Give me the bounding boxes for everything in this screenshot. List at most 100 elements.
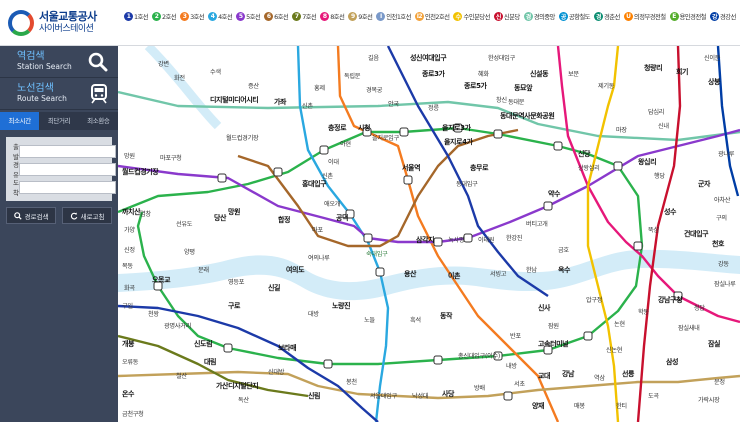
station-sungsin[interactable]: 성신여대입구 xyxy=(410,53,448,62)
station-itaewon[interactable]: 이태원 xyxy=(478,236,495,244)
station-daerim[interactable]: 대림 xyxy=(204,357,216,366)
station-guui[interactable]: 구의 xyxy=(716,214,727,222)
station-dongmyo[interactable]: 동묘앞 xyxy=(514,83,533,92)
station-mangwon[interactable]: 망원 xyxy=(228,207,240,216)
station-hannam[interactable]: 한남 xyxy=(526,266,538,274)
station-seonyudo[interactable]: 선유도 xyxy=(176,220,193,228)
station-susaek[interactable]: 수색 xyxy=(210,68,222,76)
station-bongcheon[interactable]: 봉천 xyxy=(346,378,358,386)
station-daebang[interactable]: 대방 xyxy=(308,310,320,318)
station-garak[interactable]: 가락시장 xyxy=(698,396,720,404)
station-mokdong[interactable]: 목동 xyxy=(122,263,134,270)
station-hapjeong[interactable]: 합정 xyxy=(278,215,290,224)
station-geumho[interactable]: 금호 xyxy=(558,247,570,254)
station-gaebong[interactable]: 개봉 xyxy=(122,339,135,348)
station-dogok[interactable]: 도곡 xyxy=(648,393,660,400)
route-search-button[interactable]: 노선검색 Route Search xyxy=(0,78,118,110)
station-gajwa[interactable]: 가좌 xyxy=(274,97,287,106)
station-mullae[interactable]: 문래 xyxy=(198,266,210,274)
station-sinnae[interactable]: 신내 xyxy=(658,122,670,130)
station-samgakji[interactable]: 삼각지 xyxy=(416,235,435,244)
station-hongdae[interactable]: 홍대입구 xyxy=(302,179,328,188)
tab-min-distance[interactable]: 최단거리 xyxy=(39,112,79,130)
station-nonhyeon[interactable]: 논현 xyxy=(614,320,626,328)
subway-map-canvas[interactable]: 강변 화전 수색 증산 디지털미디어시티 가좌 신촌 홍제 독립문 경복궁 안국… xyxy=(118,46,740,422)
station-guro[interactable]: 구로 xyxy=(228,302,241,310)
station-search-button[interactable]: 역검색 Station Search xyxy=(0,46,118,78)
station-noksapyeong[interactable]: 녹사평 xyxy=(448,236,464,244)
station-hongje[interactable]: 홍제 xyxy=(314,84,326,92)
station-bomun[interactable]: 보문 xyxy=(568,71,580,78)
station-jamsil[interactable]: 잠실 xyxy=(708,339,720,348)
subway-map[interactable]: 강변 화전 수색 증산 디지털미디어시티 가좌 신촌 홍제 독립문 경복궁 안국… xyxy=(118,46,740,422)
station-achasan[interactable]: 아차산 xyxy=(714,196,731,204)
station-heukseok[interactable]: 흑석 xyxy=(410,316,421,324)
station-geumcheon[interactable]: 금천구청 xyxy=(122,410,144,418)
station-gangnamgu[interactable]: 강남구청 xyxy=(658,295,683,304)
station-jamwon[interactable]: 잠원 xyxy=(548,322,560,330)
station-yeongdeungpo[interactable]: 영등포 xyxy=(228,278,245,286)
station-yongsan[interactable]: 용산 xyxy=(404,269,417,278)
station-gireum[interactable]: 길음 xyxy=(368,54,380,62)
station-sangwangsimni[interactable]: 상왕십리 xyxy=(578,164,600,172)
route-search-submit-button[interactable]: 경로검색 xyxy=(6,207,56,224)
station-jongno5ga[interactable]: 종로5가 xyxy=(464,81,488,90)
station-wangsimni[interactable]: 왕십리 xyxy=(638,157,657,166)
origin-input[interactable] xyxy=(18,144,116,158)
station-oryu[interactable]: 오류동 xyxy=(122,359,139,366)
station-sinsa[interactable]: 신사 xyxy=(538,303,551,312)
station-sindorim[interactable]: 신도림 xyxy=(194,339,213,348)
station-seolleung[interactable]: 선릉 xyxy=(622,369,635,378)
station-sinseol[interactable]: 신설동 xyxy=(530,69,549,78)
station-hangangjin[interactable]: 한강진 xyxy=(506,234,523,242)
station-sinjeong[interactable]: 신정 xyxy=(124,246,135,254)
station-euljiro1[interactable]: 을지로입구 xyxy=(372,134,400,142)
station-seoul-nat[interactable]: 서울대입구 xyxy=(370,392,398,400)
station-cheonwang[interactable]: 천왕 xyxy=(148,310,160,318)
station-gyodae[interactable]: 교대 xyxy=(538,371,550,380)
station-hoegi[interactable]: 회기 xyxy=(676,67,688,76)
station-majang[interactable]: 마장 xyxy=(616,126,628,134)
station-seongsu[interactable]: 성수 xyxy=(664,207,677,216)
station-ttukseom[interactable]: 뚝섬 xyxy=(648,226,659,234)
station-banpo[interactable]: 반포 xyxy=(510,332,522,340)
station-cheolsan[interactable]: 철산 xyxy=(176,372,188,380)
station-gunja[interactable]: 군자 xyxy=(698,179,711,188)
station-hansungdae[interactable]: 한성대입구 xyxy=(488,54,516,62)
station-express[interactable]: 고속터미널 xyxy=(538,339,569,348)
station-sangbong[interactable]: 상봉 xyxy=(708,77,721,86)
station-mapo-gu[interactable]: 마포구청 xyxy=(160,154,182,162)
station-kkachisan[interactable]: 까치산 xyxy=(122,207,141,216)
station-ahyeon[interactable]: 아현 xyxy=(340,140,352,148)
station-haengdang[interactable]: 행당 xyxy=(654,172,666,180)
tab-min-time[interactable]: 최소시간 xyxy=(0,112,40,130)
station-oksu[interactable]: 옥수 xyxy=(558,265,571,274)
station-geondae[interactable]: 건대입구 xyxy=(684,229,710,238)
station-dongguk[interactable]: 동대입구 xyxy=(456,180,478,188)
station-euljiro4[interactable]: 을지로4가 xyxy=(444,137,474,146)
station-jeongneung[interactable]: 정릉 xyxy=(428,104,440,112)
station-gasan[interactable]: 가산디지털단지 xyxy=(216,381,259,390)
station-jegi[interactable]: 제기동 xyxy=(598,82,615,90)
station-dangsan[interactable]: 당산 xyxy=(214,213,227,222)
station-dongjak[interactable]: 동작 xyxy=(440,311,453,320)
station-onsu[interactable]: 온수 xyxy=(122,389,135,398)
station-dokbawi[interactable]: 독산 xyxy=(238,396,250,404)
station-gangnam[interactable]: 강남 xyxy=(562,369,575,378)
station-beotigogae[interactable]: 버티고개 xyxy=(526,220,548,228)
station-isu[interactable]: 총신대입구(이수) xyxy=(458,352,500,360)
station-ichon[interactable]: 이촌 xyxy=(448,271,461,280)
